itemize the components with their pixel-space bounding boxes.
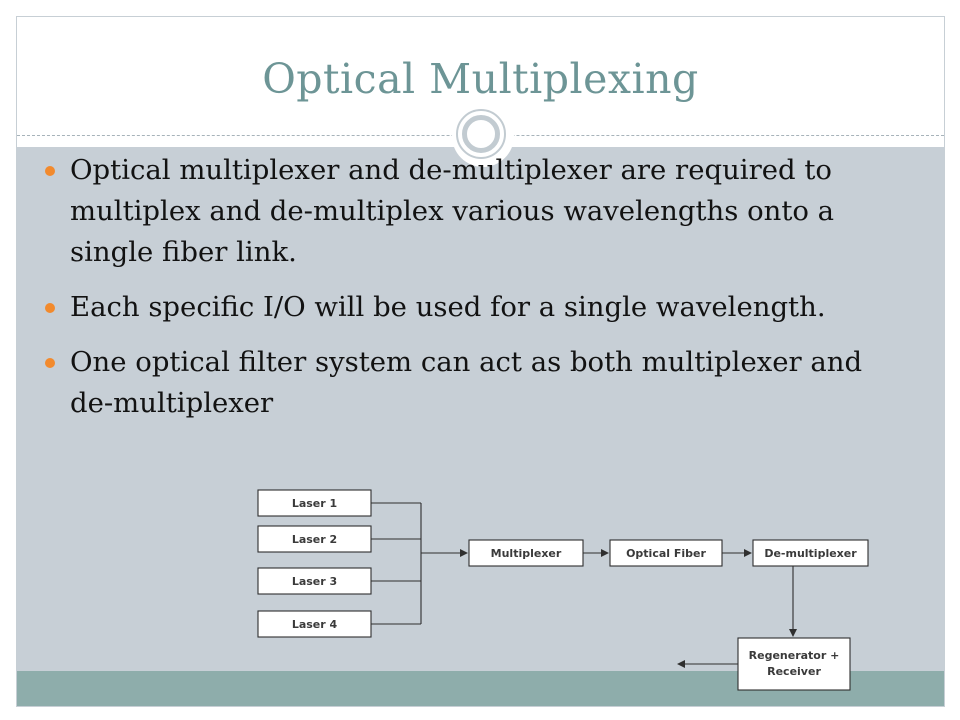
multiplexer-node: Multiplexer (468, 539, 584, 567)
laser-2-label: Laser 2 (292, 533, 337, 546)
slide-frame: Optical Multiplexing (16, 16, 945, 707)
bullet-item: One optical filter system can act as bot… (40, 342, 910, 424)
multiplexer-label: Multiplexer (491, 547, 562, 560)
laser-3-label: Laser 3 (292, 575, 337, 588)
ornament-inner-ring (462, 115, 500, 153)
bullet-item: Each specific I/O will be used for a sin… (40, 287, 910, 328)
optical-fiber-node: Optical Fiber (609, 539, 723, 567)
slide-title: Optical Multiplexing (262, 55, 699, 103)
laser-combiner-lines (371, 502, 422, 625)
bullet-text: Each specific I/O will be used for a sin… (70, 291, 826, 323)
bullet-list: Optical multiplexer and de-multiplexer a… (40, 150, 910, 438)
laser-1-node: Laser 1 (257, 489, 372, 517)
demultiplexer-label: De-multiplexer (764, 547, 857, 560)
receiver-label-line2: Receiver (767, 665, 821, 678)
receiver-label-line1: Regenerator + (749, 649, 840, 662)
ornament-outer-ring (456, 109, 506, 159)
laser-2-node: Laser 2 (257, 525, 372, 553)
bullet-dot-icon (45, 166, 55, 176)
laser-3-node: Laser 3 (257, 567, 372, 595)
bullet-text: One optical filter system can act as bot… (70, 346, 863, 419)
bullet-dot-icon (45, 358, 55, 368)
laser-4-label: Laser 4 (292, 618, 338, 631)
laser-4-node: Laser 4 (257, 610, 372, 638)
content-band (17, 147, 944, 671)
demultiplexer-node: De-multiplexer (752, 539, 869, 567)
bullet-text: Optical multiplexer and de-multiplexer a… (70, 154, 835, 268)
bullet-item: Optical multiplexer and de-multiplexer a… (40, 150, 910, 273)
ornament-circle-icon (452, 105, 514, 167)
optical-fiber-label: Optical Fiber (626, 547, 706, 560)
bullet-dot-icon (45, 303, 55, 313)
receiver-node: Regenerator + Receiver (737, 637, 851, 691)
laser-1-label: Laser 1 (292, 497, 337, 510)
